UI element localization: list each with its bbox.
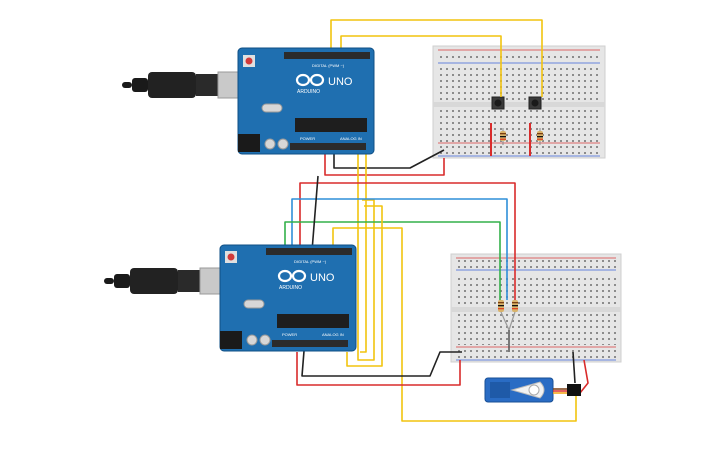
pushbutton-icon xyxy=(494,99,502,107)
atmega-chip xyxy=(295,118,367,132)
pushbutton-left[interactable] xyxy=(491,96,505,110)
power-analog-header[interactable] xyxy=(272,340,348,347)
arduino-logo-icon xyxy=(277,269,307,283)
wire-black-top[interactable] xyxy=(333,149,445,169)
board2-power-label: POWER xyxy=(282,332,297,337)
pushbutton-right[interactable] xyxy=(528,96,542,110)
breadboard-bottom[interactable] xyxy=(450,253,622,363)
board1-analog-label: ANALOG IN xyxy=(340,136,362,141)
wire-yellow-analog[interactable] xyxy=(346,205,383,367)
wire-red-top[interactable] xyxy=(324,152,445,176)
wire-red-cross[interactable] xyxy=(299,182,516,300)
breadboard-top[interactable] xyxy=(432,45,606,159)
power-jack xyxy=(238,134,260,152)
usb-cable-icon xyxy=(104,267,229,295)
digital-header[interactable] xyxy=(266,248,352,255)
resistor-top-right[interactable] xyxy=(537,128,543,145)
board1-power-label: POWER xyxy=(300,136,315,141)
usb-cable-icon xyxy=(122,71,247,99)
arduino-uno-bottom[interactable]: UNO ARDUINO DIGITAL (PWM ~) POWER ANALOG… xyxy=(104,244,357,352)
board1-brand: ARDUINO xyxy=(297,89,320,95)
power-analog-header[interactable] xyxy=(290,143,366,150)
board2-analog-label: ANALOG IN xyxy=(322,332,344,337)
servo-motor[interactable] xyxy=(484,377,581,403)
wire-red-servo[interactable] xyxy=(579,359,589,394)
digital-header[interactable] xyxy=(284,52,370,59)
resistor-bottom-right[interactable] xyxy=(512,300,518,312)
wire-yellow-vertical-1[interactable] xyxy=(357,152,375,361)
wire-yellow-top-2[interactable] xyxy=(340,35,502,97)
wire-yellow-top-1[interactable] xyxy=(330,19,543,97)
power-jack xyxy=(220,331,242,349)
pushbutton-icon xyxy=(531,99,539,107)
wire-green[interactable] xyxy=(284,221,501,300)
wire-blue[interactable] xyxy=(291,198,508,300)
board2-logo: UNO xyxy=(310,272,335,284)
wire-yellow-servo[interactable] xyxy=(332,227,577,422)
resistor-legs-merge xyxy=(500,311,516,352)
wire-black-servo[interactable] xyxy=(572,351,576,384)
wire-red-bottom[interactable] xyxy=(296,352,461,386)
arduino-logo-icon xyxy=(295,73,325,87)
board2-digital-label: DIGITAL (PWM ~) xyxy=(294,259,327,264)
resistor-top-left[interactable] xyxy=(500,128,506,145)
arduino-uno-top[interactable]: UNO ARDUINO DIGITAL (PWM ~) POWER ANALOG… xyxy=(122,47,375,155)
servo-connector[interactable] xyxy=(567,384,581,396)
board1-digital-label: DIGITAL (PWM ~) xyxy=(312,63,345,68)
atmega-chip xyxy=(277,314,349,328)
board2-brand: ARDUINO xyxy=(279,285,302,291)
board1-logo: UNO xyxy=(328,76,353,88)
wire-yellow-vertical-2[interactable] xyxy=(360,152,367,353)
resistor-bottom-left[interactable] xyxy=(498,300,504,312)
